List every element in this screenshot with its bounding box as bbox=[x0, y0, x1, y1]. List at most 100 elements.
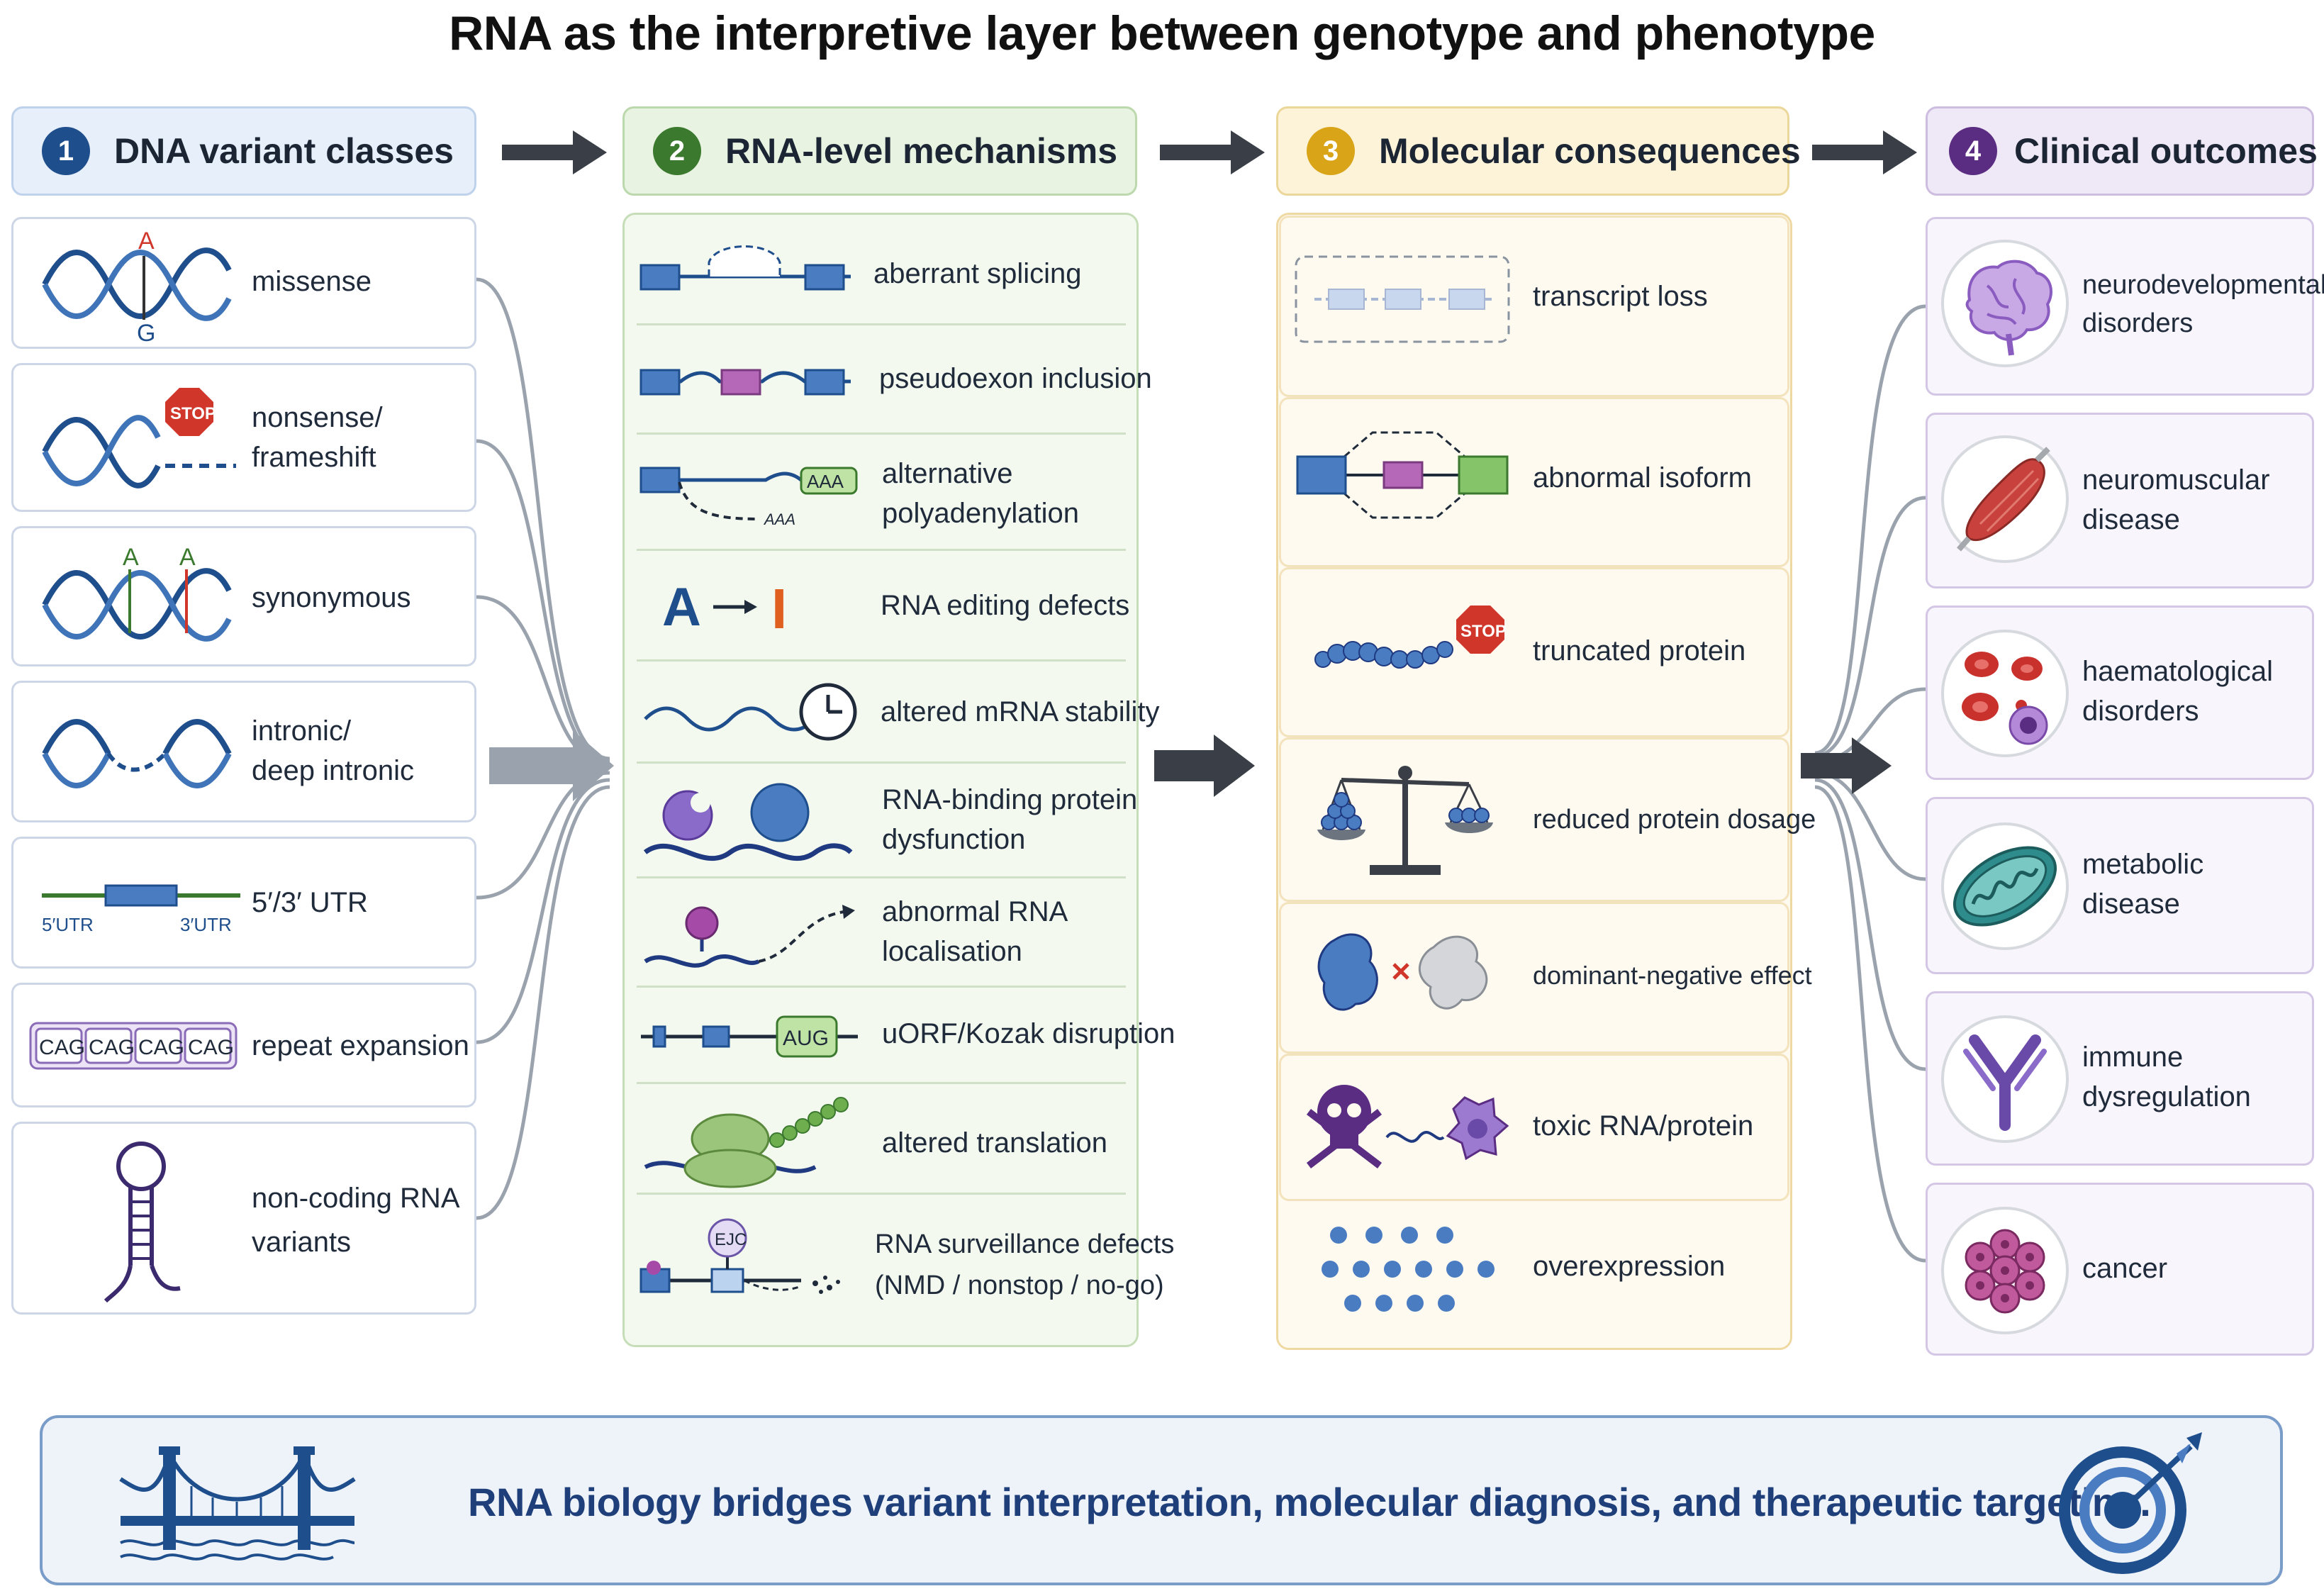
consequence-label: transcript loss bbox=[1533, 281, 1708, 312]
dna-stop-icon: STOP bbox=[42, 388, 236, 489]
mechanism-label: RNA-binding protein dysfunction bbox=[882, 784, 1138, 855]
footer-text: RNA biology bridges variant interpretati… bbox=[468, 1480, 2151, 1524]
outcome-card-haematological: haematological disorders bbox=[1926, 606, 2314, 780]
step-number: 4 bbox=[1949, 127, 1997, 175]
repeat-unit: CAG bbox=[39, 1036, 85, 1059]
mechanism-label: RNA surveillance defects (NMD / nonstop … bbox=[875, 1229, 1175, 1300]
step-number: 1 bbox=[42, 127, 90, 175]
column-header-4: 4 Clinical outcomes bbox=[1926, 106, 2318, 196]
outcome-card-metabolic: metabolic disease bbox=[1926, 797, 2314, 974]
column-header-2: 2 RNA-level mechanisms bbox=[622, 106, 1137, 196]
brain-icon bbox=[1941, 240, 2069, 367]
mechanism-label: abnormal RNA localisation bbox=[882, 896, 1068, 967]
mechanism-label: RNA editing defects bbox=[881, 590, 1130, 621]
consequence-label: toxic RNA/protein bbox=[1533, 1110, 1754, 1142]
variant-letter: A bbox=[138, 228, 155, 255]
variant-label: missense bbox=[252, 266, 371, 297]
muscle-icon bbox=[1941, 435, 2069, 563]
variant-label: repeat expansion bbox=[252, 1030, 469, 1061]
step-number: 2 bbox=[653, 127, 701, 175]
outcome-label: neuromuscular disease bbox=[2082, 464, 2270, 535]
variant-letter: A bbox=[179, 544, 196, 571]
page-title: RNA as the interpretive layer between ge… bbox=[449, 6, 1875, 60]
stop-badge: STOP bbox=[170, 404, 216, 423]
variant-label: nonsense/ frameshift bbox=[252, 402, 383, 473]
variant-label: non-coding RNA variants bbox=[252, 1183, 460, 1258]
truncated-protein-icon: STOP bbox=[1314, 606, 1507, 669]
pseudoexon-icon bbox=[639, 369, 851, 396]
dna-intronic-icon bbox=[42, 719, 232, 788]
variant-card-missense: A G missense bbox=[11, 217, 476, 349]
variant-letter: A bbox=[123, 544, 139, 571]
aug-badge: AUG bbox=[783, 1027, 829, 1050]
blood-cells-icon bbox=[1941, 630, 2069, 757]
column-header-1: 1 DNA variant classes bbox=[11, 106, 476, 196]
arrow-right-icon bbox=[1812, 130, 1917, 174]
mechanism-label: pseudoexon inclusion bbox=[879, 363, 1152, 394]
balance-scale-icon bbox=[1317, 766, 1493, 875]
dots-icon bbox=[1322, 1227, 1495, 1312]
outcome-card-immune: immune dysregulation bbox=[1926, 991, 2314, 1166]
column-title: Molecular consequences bbox=[1379, 131, 1801, 171]
variant-label: 5′/3′ UTR bbox=[252, 887, 368, 918]
variant-card-nonsense: STOP nonsense/ frameshift bbox=[11, 363, 476, 512]
variant-card-noncoding: non-coding RNA variants bbox=[11, 1122, 476, 1315]
utr-label: 3′UTR bbox=[180, 914, 232, 935]
clock-icon bbox=[644, 683, 857, 741]
consequence-label: dominant-negative effect bbox=[1533, 961, 1812, 990]
outcome-card-cancer: cancer bbox=[1926, 1183, 2314, 1356]
mechanism-label: aberrant splicing bbox=[873, 258, 1082, 289]
repeat-unit: CAG bbox=[138, 1036, 184, 1059]
column-title: DNA variant classes bbox=[114, 131, 454, 171]
variant-card-synonymous: A A synonymous bbox=[11, 526, 476, 666]
rbp-icon bbox=[643, 783, 853, 861]
repeat-unit: CAG bbox=[89, 1036, 135, 1059]
outcome-label: neurodevelopmental disorders bbox=[2082, 270, 2324, 338]
outcome-label: metabolic disease bbox=[2082, 849, 2204, 920]
dominant-negative-icon bbox=[1317, 933, 1488, 1011]
mitochondrion-icon bbox=[1941, 822, 2069, 950]
polya-icon: AAA AAA bbox=[639, 467, 858, 528]
mechanism-label: altered translation bbox=[882, 1127, 1107, 1159]
cag-repeat-icon: CAG CAG CAG CAG bbox=[29, 1022, 238, 1070]
mechanism-label: uORF/Kozak disruption bbox=[882, 1018, 1175, 1049]
arrow-right-icon bbox=[1160, 130, 1265, 174]
variant-label: intronic/ deep intronic bbox=[252, 715, 415, 786]
stop-badge: STOP bbox=[1460, 622, 1507, 641]
outcome-card-neurodevelopmental: neurodevelopmental disorders bbox=[1926, 217, 2324, 396]
outcome-card-neuromuscular: neuromuscular disease bbox=[1926, 413, 2314, 588]
skull-icon bbox=[1306, 1085, 1509, 1168]
consequence-label: truncated protein bbox=[1533, 635, 1746, 666]
variant-card-repeat: CAG CAG CAG CAG repeat expansion bbox=[11, 983, 476, 1107]
ribosome-icon bbox=[644, 1097, 849, 1188]
polya-tail: AAA bbox=[763, 510, 795, 528]
dna-missense-icon: A G bbox=[42, 228, 232, 347]
ejc-badge: EJC bbox=[715, 1230, 747, 1249]
outcome-label: cancer bbox=[2082, 1253, 2168, 1284]
transcript-loss-icon bbox=[1295, 255, 1510, 343]
mechanism-label: altered mRNA stability bbox=[881, 696, 1160, 727]
column-title: Clinical outcomes bbox=[2014, 131, 2318, 171]
tumor-cells-icon bbox=[1941, 1207, 2069, 1334]
mechanism-label: alternative polyadenylation bbox=[882, 458, 1079, 529]
consequence-label: reduced protein dosage bbox=[1533, 805, 1816, 835]
variant-label: synonymous bbox=[252, 582, 411, 613]
repeat-unit: CAG bbox=[188, 1036, 234, 1059]
dna-synonymous-icon: A A bbox=[42, 544, 232, 642]
hairpin-rna-icon bbox=[104, 1142, 181, 1303]
utr-label: 5′UTR bbox=[42, 914, 94, 935]
edit-letter-i: I bbox=[771, 577, 787, 640]
step-number: 3 bbox=[1307, 127, 1355, 175]
utr-icon: 5′UTR 3′UTR bbox=[42, 884, 240, 935]
isoform-icon bbox=[1296, 431, 1509, 519]
outcome-label: haematological disorders bbox=[2082, 656, 2274, 727]
consequence-label: overexpression bbox=[1533, 1251, 1726, 1282]
uorf-icon: AUG bbox=[641, 1015, 858, 1058]
variant-card-intronic: intronic/ deep intronic bbox=[11, 681, 476, 822]
target-icon bbox=[2059, 1432, 2202, 1574]
consequence-label: abnormal isoform bbox=[1533, 462, 1753, 493]
localisation-icon bbox=[644, 905, 855, 968]
splicing-icon bbox=[639, 245, 851, 291]
variant-letter: G bbox=[137, 320, 155, 347]
